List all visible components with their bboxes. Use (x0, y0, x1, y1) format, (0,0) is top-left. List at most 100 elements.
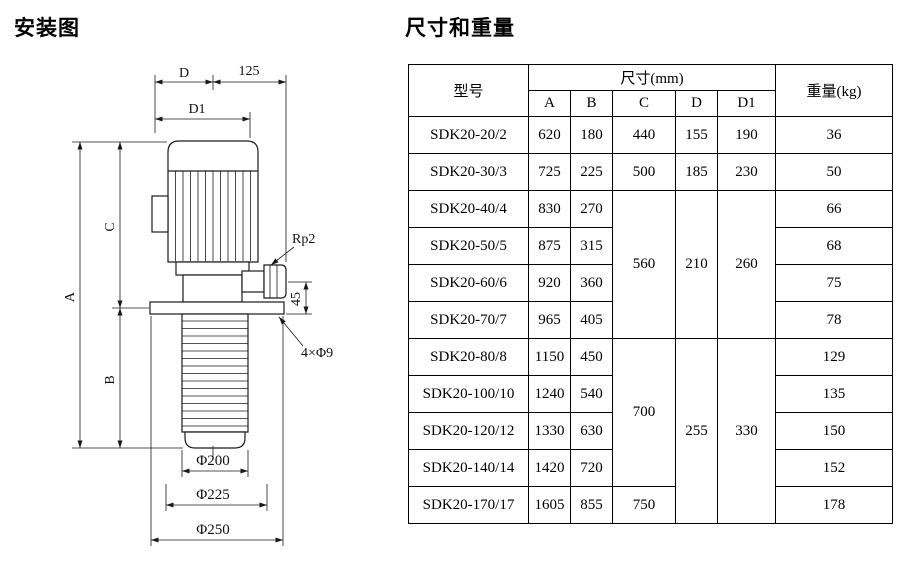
cell-a: 875 (528, 227, 571, 265)
dim-label-c: C (103, 222, 118, 231)
col-header-d1: D1 (717, 90, 776, 117)
col-header-model: 型号 (408, 64, 529, 117)
cell-weight: 152 (775, 449, 893, 487)
dia-label-200: Φ200 (196, 453, 229, 469)
cell-b: 720 (570, 449, 613, 487)
cell-c: 500 (612, 153, 676, 191)
cell-c: 700 (612, 338, 676, 487)
cell-a: 1240 (528, 375, 571, 413)
cell-d: 155 (675, 116, 718, 154)
cell-model: SDK20-20/2 (408, 116, 529, 154)
dia-label-250: Φ250 (196, 522, 229, 538)
cell-d1: 230 (717, 153, 776, 191)
cell-b: 540 (570, 375, 613, 413)
col-header-weight: 重量(kg) (775, 64, 893, 117)
cell-c: 560 (612, 190, 676, 339)
cell-c: 750 (612, 486, 676, 524)
table-header-row-2: A B C D D1 (409, 90, 893, 117)
pump-body (149, 140, 287, 449)
cell-weight: 135 (775, 375, 893, 413)
cell-b: 450 (570, 338, 613, 376)
dim-label-125: 125 (239, 64, 260, 79)
cell-a: 620 (528, 116, 571, 154)
holes-label: 4×Φ9 (301, 346, 333, 361)
cell-weight: 36 (775, 116, 893, 154)
cell-weight: 75 (775, 264, 893, 302)
cell-a: 1605 (528, 486, 571, 524)
cell-model: SDK20-70/7 (408, 301, 529, 339)
cell-b: 405 (570, 301, 613, 339)
cell-weight: 178 (775, 486, 893, 524)
mounting-flange (149, 301, 285, 315)
cell-model: SDK20-40/4 (408, 190, 529, 228)
cell-b: 315 (570, 227, 613, 265)
cell-c: 440 (612, 116, 676, 154)
cell-model: SDK20-50/5 (408, 227, 529, 265)
col-header-b: B (570, 90, 613, 117)
cell-weight: 68 (775, 227, 893, 265)
port-label-rp2: Rp2 (292, 232, 315, 247)
cell-d1: 260 (717, 190, 776, 339)
installation-drawing: D 125 D1 A C B Rp2 45 4×Φ9 Φ200 Φ225 Φ25… (63, 64, 333, 546)
cell-model: SDK20-80/8 (408, 338, 529, 376)
cell-b: 180 (570, 116, 613, 154)
cell-d1: 190 (717, 116, 776, 154)
cell-weight: 78 (775, 301, 893, 339)
col-header-c: C (612, 90, 676, 117)
cell-a: 920 (528, 264, 571, 302)
cell-b: 630 (570, 412, 613, 450)
dim-label-b: B (103, 375, 118, 384)
cell-weight: 150 (775, 412, 893, 450)
cell-b: 270 (570, 190, 613, 228)
cell-b: 855 (570, 486, 613, 524)
dim-label-d1: D1 (188, 102, 205, 117)
cell-d: 255 (675, 338, 718, 524)
cell-a: 1150 (528, 338, 571, 376)
dim-label-45: 45 (289, 292, 304, 306)
cell-a: 1420 (528, 449, 571, 487)
cell-weight: 50 (775, 153, 893, 191)
junction-box (151, 195, 169, 233)
dia-label-225: Φ225 (196, 487, 229, 503)
col-header-d: D (675, 90, 718, 117)
cell-b: 225 (570, 153, 613, 191)
table-header-row-1: 型号 尺寸(mm) 重量(kg) (408, 64, 893, 117)
left-section-title: 安装图 (14, 16, 80, 40)
cell-d: 185 (675, 153, 718, 191)
cell-model: SDK20-60/6 (408, 264, 529, 302)
cell-model: SDK20-120/12 (408, 412, 529, 450)
pump-details (175, 171, 278, 460)
cell-a: 1330 (528, 412, 571, 450)
cell-model: SDK20-100/10 (408, 375, 529, 413)
pump-stack (181, 313, 249, 433)
right-section-title: 尺寸和重量 (405, 16, 515, 40)
cell-model: SDK20-140/14 (408, 449, 529, 487)
cell-d: 210 (675, 190, 718, 339)
cell-model: SDK20-170/17 (408, 486, 529, 524)
cell-weight: 66 (775, 190, 893, 228)
discharge-port (263, 264, 287, 299)
cell-a: 965 (528, 301, 571, 339)
cell-a: 725 (528, 153, 571, 191)
cell-model: SDK20-30/3 (408, 153, 529, 191)
cell-a: 830 (528, 190, 571, 228)
dimension-lines (72, 75, 312, 546)
cell-b: 360 (570, 264, 613, 302)
cell-weight: 129 (775, 338, 893, 376)
dim-label-a: A (63, 291, 78, 302)
cell-d1: 330 (717, 338, 776, 524)
col-header-size-group: 尺寸(mm) (528, 64, 776, 91)
